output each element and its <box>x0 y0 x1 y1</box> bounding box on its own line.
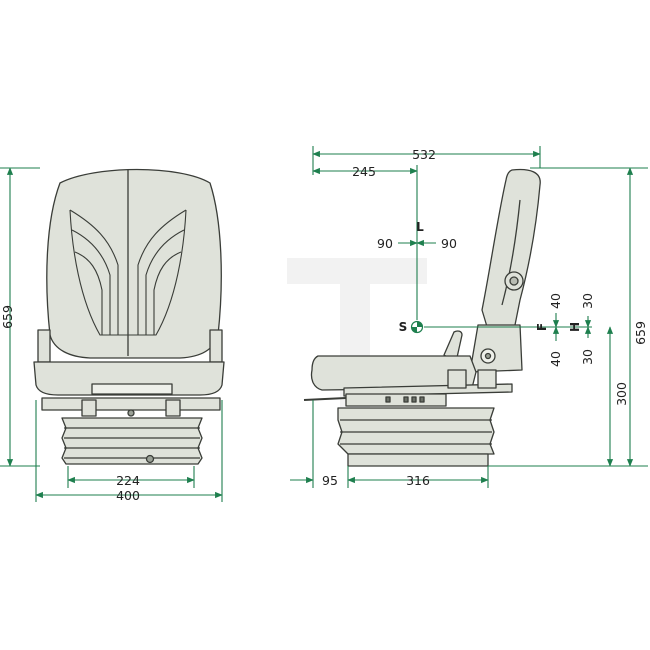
seat-index-point-marker <box>410 320 424 334</box>
label-s: S <box>399 320 408 334</box>
front-inner-width-value: 224 <box>116 473 140 488</box>
height-659-value: 659 <box>633 321 648 345</box>
offset-95-value: 95 <box>322 473 338 488</box>
to-sip-value: 245 <box>352 164 376 179</box>
fore-aft-rear-value: 90 <box>377 236 393 251</box>
base-316-value: 316 <box>406 473 430 488</box>
watermark-logo <box>287 258 427 428</box>
h-up-value: 30 <box>580 293 595 309</box>
label-l: L <box>416 220 424 234</box>
label-f: F <box>535 323 549 331</box>
seat-front-view <box>33 168 225 465</box>
front-height-value: 659 <box>0 305 15 329</box>
fore-aft-front-value: 90 <box>441 236 457 251</box>
f-up-value: 40 <box>548 293 563 309</box>
h-down-value: 30 <box>580 349 595 365</box>
total-depth-value: 532 <box>412 147 436 162</box>
height-300-value: 300 <box>614 382 629 406</box>
f-down-value: 40 <box>548 351 563 367</box>
dimension-lines <box>0 146 648 502</box>
front-outer-width-value: 400 <box>116 488 140 503</box>
seat-side-view <box>303 168 541 467</box>
label-h: H <box>568 322 582 332</box>
